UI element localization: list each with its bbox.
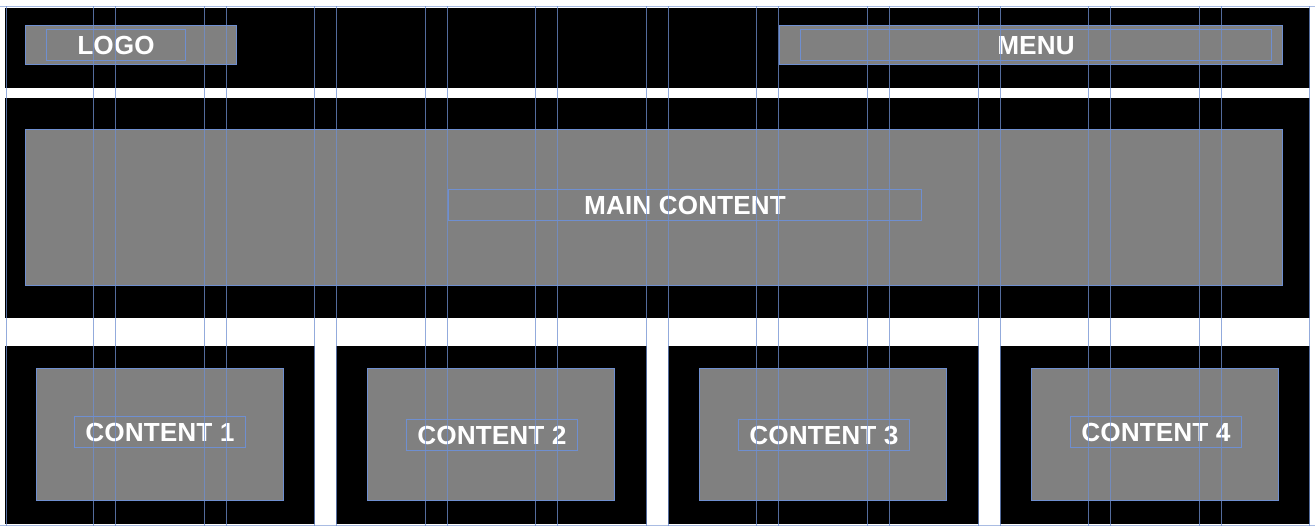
main-content-panel: MAIN CONTENT	[5, 98, 1310, 318]
content-label-4: CONTENT 4	[1070, 416, 1242, 448]
guide-top	[0, 6, 1315, 7]
content-box-2: CONTENT 2	[367, 368, 615, 501]
content-box-1: CONTENT 1	[36, 368, 284, 501]
guide-bottom	[0, 525, 1315, 526]
logo-box: LOGO	[25, 25, 237, 65]
menu-box: MENU	[779, 25, 1283, 65]
content-panel-2: CONTENT 2	[336, 346, 647, 524]
content-panel-1: CONTENT 1	[5, 346, 315, 524]
content-label-3: CONTENT 3	[738, 419, 910, 451]
content-label-1: CONTENT 1	[74, 416, 246, 448]
content-box-4: CONTENT 4	[1031, 368, 1279, 501]
content-label-2: CONTENT 2	[406, 419, 578, 451]
main-content-box: MAIN CONTENT	[25, 129, 1283, 286]
content-panel-4: CONTENT 4	[1000, 346, 1310, 524]
logo-label: LOGO	[46, 29, 186, 61]
main-content-label: MAIN CONTENT	[448, 189, 922, 221]
content-box-3: CONTENT 3	[699, 368, 947, 501]
menu-label: MENU	[800, 29, 1272, 61]
content-panel-3: CONTENT 3	[668, 346, 979, 524]
header-bar: LOGO MENU	[5, 8, 1310, 88]
